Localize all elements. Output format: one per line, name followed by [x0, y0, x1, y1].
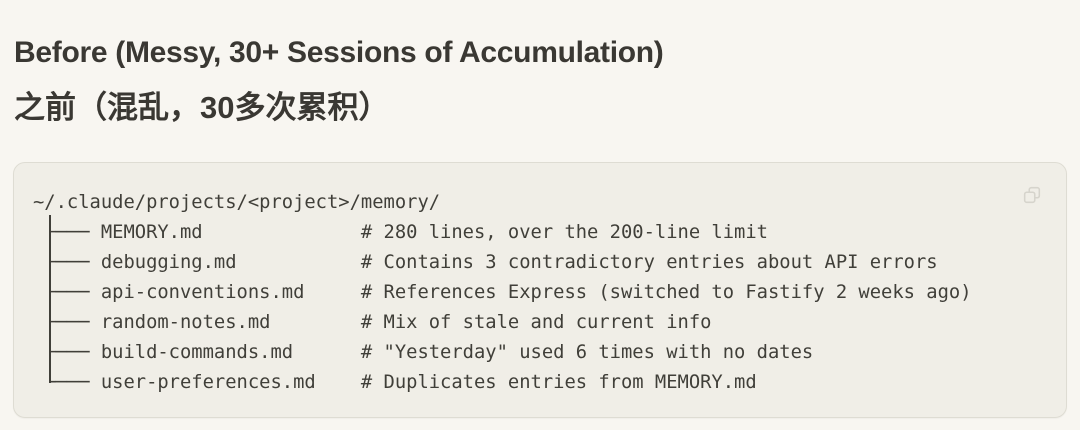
code-content: ~/.claude/projects/<project>/memory/ ├──… — [33, 188, 1054, 409]
section-title-chinese: 之前（混乱，30多次累积） — [14, 89, 390, 125]
code-line-root-path: ~/.claude/projects/<project>/memory/ — [33, 192, 441, 213]
code-line-random-notes-md: ├─── random-notes.md # Mix of stale and … — [33, 312, 712, 333]
copy-button[interactable] — [1021, 183, 1045, 207]
code-line-build-commands-md: ├─── build-commands.md # "Yesterday" use… — [33, 342, 814, 363]
file-tree-listing: ~/.claude/projects/<project>/memory/ ├──… — [33, 188, 1054, 398]
code-line-debugging-md: ├─── debugging.md # Contains 3 contradic… — [33, 252, 938, 273]
section-title-english: Before (Messy, 30+ Sessions of Accumulat… — [14, 35, 664, 69]
copy-icon — [1021, 184, 1045, 206]
code-block: ~/.claude/projects/<project>/memory/ ├──… — [13, 162, 1067, 418]
code-line-memory-md: ├─── MEMORY.md # 280 lines, over the 200… — [33, 222, 768, 243]
code-line-api-conventions-md: ├─── api-conventions.md # References Exp… — [33, 282, 972, 303]
code-line-user-preferences-md: └─── user-preferences.md # Duplicates en… — [33, 372, 757, 393]
